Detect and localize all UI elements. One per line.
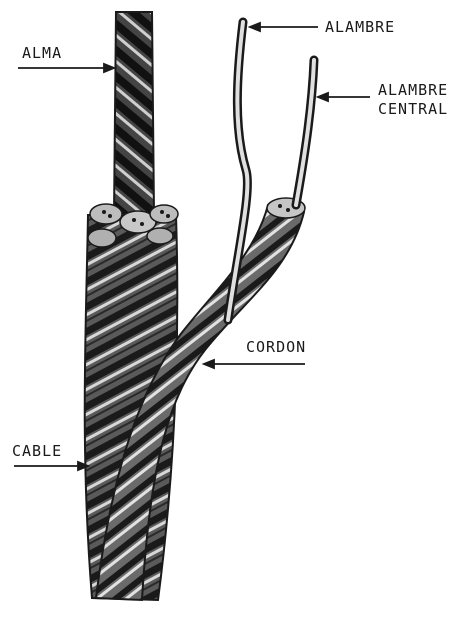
label-cordon: CORDON <box>246 338 306 356</box>
label-alma: ALMA <box>22 44 62 62</box>
label-cable: CABLE <box>12 442 62 460</box>
alma-arrowhead <box>104 64 114 72</box>
label-alambre: ALAMBRE <box>325 18 395 36</box>
alambre-central-arrowhead <box>318 93 328 101</box>
cordon-arrowhead <box>204 360 214 368</box>
core-strand <box>114 12 154 215</box>
label-alambre-central-line1: ALAMBRE <box>378 81 448 99</box>
alambre-arrowhead <box>250 23 260 31</box>
leader-lines <box>14 23 370 470</box>
central-wire <box>296 60 314 205</box>
label-alambre-central-line2: CENTRAL <box>378 100 448 118</box>
